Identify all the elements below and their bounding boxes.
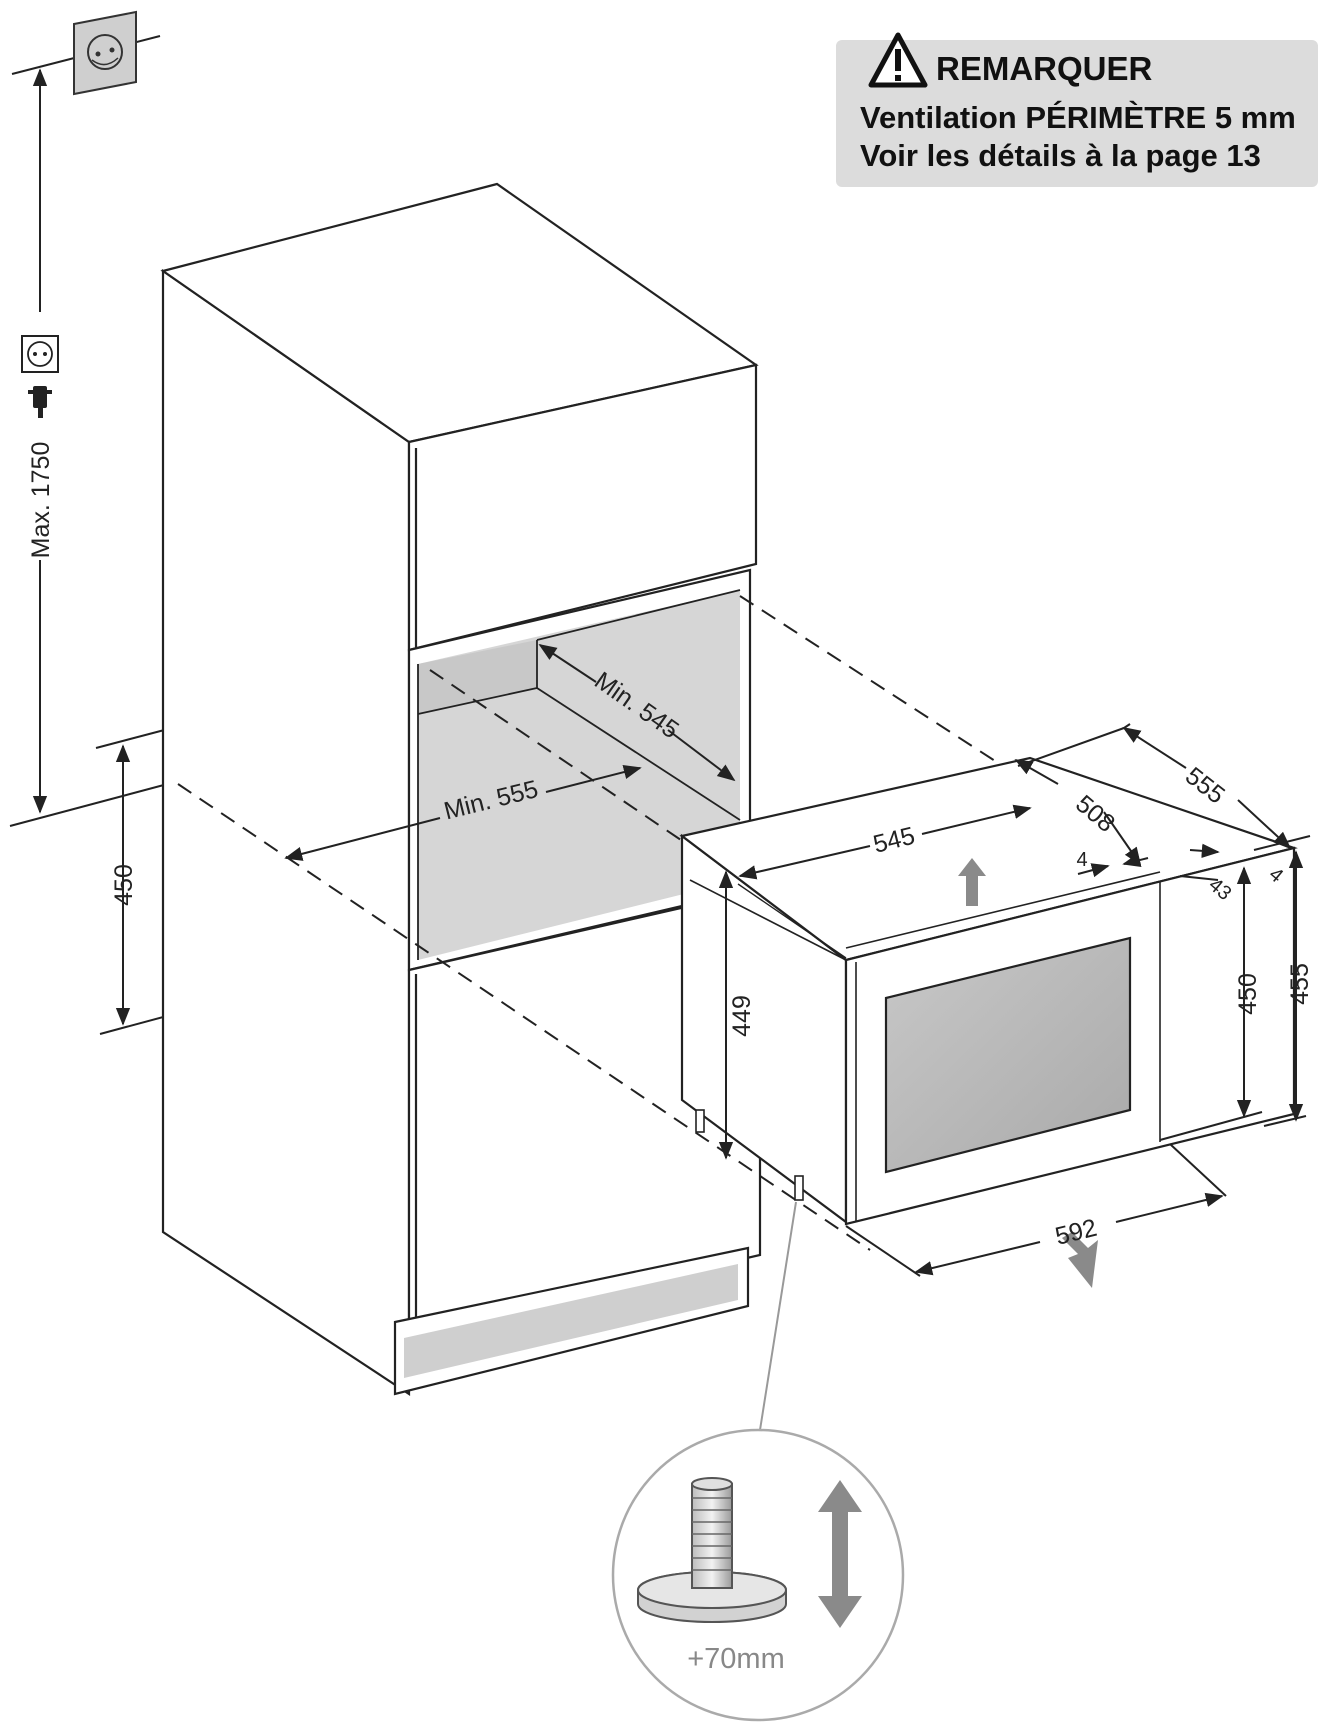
note-line-ventilation: Ventilation PÉRIMÈTRE 5 mm — [860, 100, 1296, 135]
total-height-label: 455 — [1286, 963, 1314, 1005]
max-height-dimension: Max. 1750 — [21, 68, 59, 814]
foot-adjust-label: +70mm — [687, 1643, 785, 1675]
tall-cabinet — [160, 182, 762, 1397]
wall-socket-icon — [11, 10, 161, 96]
max-height-label: Max. 1750 — [27, 442, 55, 559]
note-line-page-reference: Voir les détails à la page 13 — [860, 138, 1261, 173]
height-adjust-arrow-icon — [818, 1480, 862, 1628]
airflow-inlet-arrow-icon — [1062, 1232, 1098, 1288]
wine-cooler — [679, 756, 1298, 1226]
adjustable-foot-icon — [637, 1477, 787, 1623]
foot-detail: +70mm — [611, 1201, 905, 1722]
note-title: REMARQUER — [936, 50, 1153, 87]
warning-triangle-icon — [868, 32, 928, 88]
airflow-arrow-icon — [958, 858, 986, 906]
body-height-label: 449 — [728, 995, 756, 1037]
appliance-depth-total-label: 555 — [1180, 762, 1230, 810]
gap-left-label: 4 — [1076, 849, 1087, 871]
door-height-label: 450 — [1234, 973, 1262, 1015]
power-plug-icon — [28, 386, 52, 418]
appliance-dimensions — [718, 723, 1311, 1277]
niche-height-label: 450 — [110, 864, 138, 906]
power-socket-icon — [21, 335, 59, 373]
